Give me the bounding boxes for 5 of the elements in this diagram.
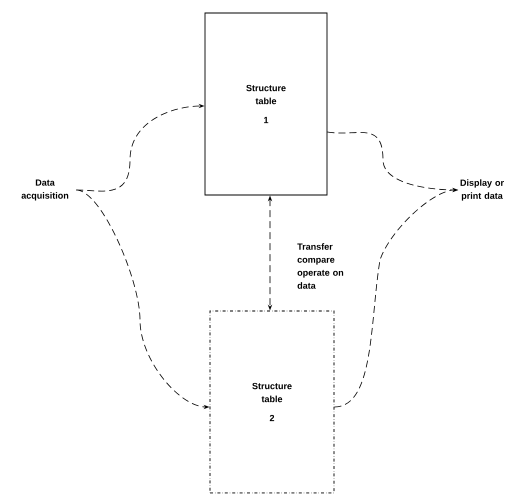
text-label: Data acquisition: [22, 179, 68, 201]
table-box: Structure table 1: [204, 12, 328, 196]
table-box: Structure table 2: [210, 310, 334, 494]
text-label: Display or print data: [460, 179, 504, 201]
edge-label: Transfer compare operate on data: [296, 242, 358, 290]
